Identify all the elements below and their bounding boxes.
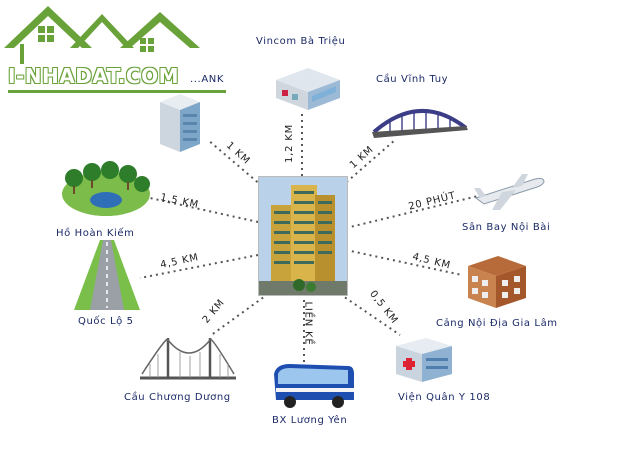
hospital-icon	[396, 338, 452, 382]
site-logo[interactable]: I-NHADAT.COM	[0, 0, 240, 100]
label-vien-108: Viện Quân Y 108	[398, 392, 491, 403]
bus-icon	[274, 364, 354, 408]
label-chuong-duong: Cầu Chương Dương	[124, 392, 231, 403]
house-logo-icon	[4, 6, 200, 64]
label-luong-yen: BX Lương Yên	[272, 415, 348, 426]
line-vien-108	[339, 293, 401, 336]
warehouse-icon	[468, 256, 526, 308]
logo-text: I-NHADAT.COM	[8, 64, 180, 88]
shopping-mall-icon	[276, 68, 340, 110]
label-vinh-tuy: Cầu Vĩnh Tuy	[376, 74, 449, 85]
office-building-icon	[160, 94, 200, 152]
label-vincom: Vincom Bà Triệu	[256, 36, 346, 47]
lake-trees-icon	[62, 161, 150, 216]
line-hoan-kiem	[149, 197, 259, 223]
building-photo	[258, 176, 348, 296]
line-noi-bai	[345, 195, 479, 229]
airplane-icon	[474, 174, 545, 210]
label-bank: ...ANK	[190, 74, 225, 85]
label-noi-bai: Sân Bay Nội Bài	[462, 222, 551, 233]
highway-icon	[74, 240, 140, 310]
line-ql5	[139, 254, 259, 279]
label-gia-lam: Cảng Nội Địa Gia Lâm	[436, 318, 558, 329]
arch-bridge-icon	[372, 108, 468, 138]
label-ql5: Quốc Lộ 5	[78, 316, 134, 327]
distance-luong-yen: LIỀN KỀ	[302, 301, 314, 346]
logo-underline	[8, 90, 226, 93]
suspension-bridge-icon	[140, 338, 236, 380]
distance-vincom: 1,2 KM	[284, 123, 296, 164]
label-hoan-kiem: Hồ Hoàn Kiếm	[56, 228, 135, 239]
line-gia-lam	[345, 249, 463, 276]
